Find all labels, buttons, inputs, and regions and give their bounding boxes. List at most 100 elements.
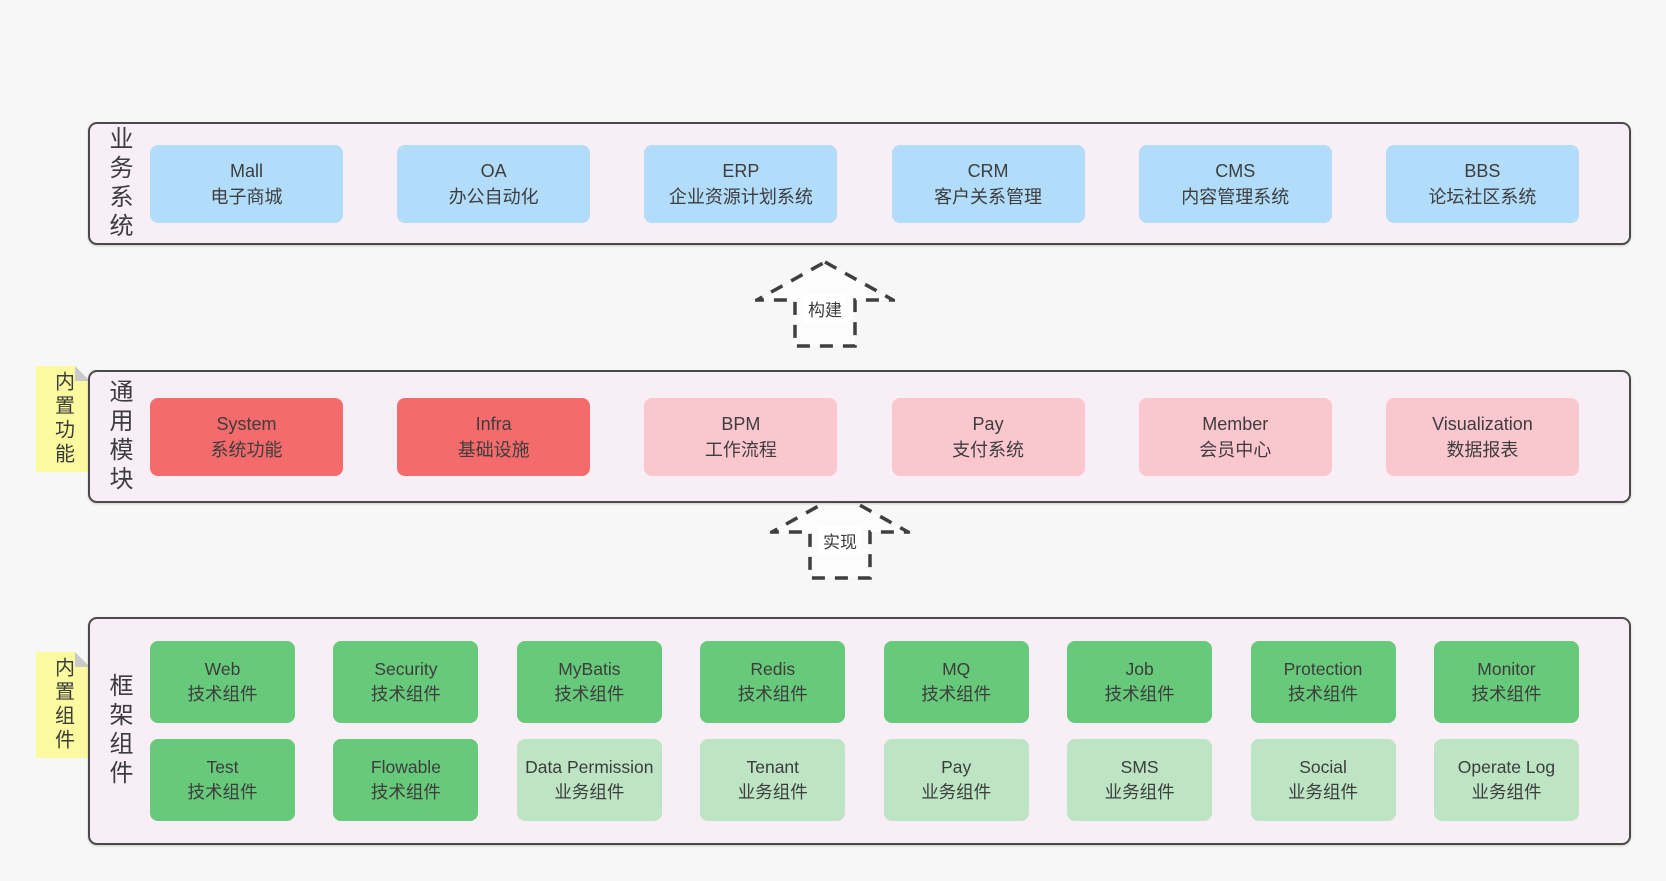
box-subtitle-zh: 内容管理系统 [1181, 186, 1290, 207]
box-protection: Protection 技术组件 [1250, 641, 1396, 723]
sticky-note-builtin-components: 内置组件 [36, 652, 90, 758]
box-visualization: Visualization 数据报表 [1385, 397, 1579, 476]
box-title-en: Visualization [1432, 413, 1533, 434]
box-title-en: Monitor [1477, 659, 1536, 679]
box-title-en: Social [1299, 757, 1347, 777]
box-title-en: Tenant [746, 757, 800, 777]
box-test: Test 技术组件 [150, 739, 295, 821]
box-subtitle-zh: 业务组件 [1288, 782, 1359, 802]
box-title-en: Operate Log [1457, 757, 1556, 777]
box-mq: MQ 技术组件 [883, 641, 1029, 723]
box-subtitle-zh: 办公自动化 [448, 186, 539, 207]
box-subtitle-zh: 技术组件 [554, 684, 625, 704]
section-label: 通用模块 [105, 378, 132, 495]
box-title-en: Protection [1283, 659, 1363, 679]
box-subtitle-zh: 技术组件 [187, 684, 258, 704]
box-subtitle-zh: 论坛社区系统 [1428, 186, 1537, 207]
box-subtitle-zh: 技术组件 [1288, 684, 1359, 704]
box-title-en: MQ [942, 659, 971, 679]
box-mall: Mall 电子商城 [150, 144, 343, 223]
box-title-en: Member [1202, 413, 1269, 434]
section-label: 业务系统 [105, 125, 132, 242]
box-title-en: Pay [941, 757, 972, 777]
box-title-en: Pay [972, 413, 1004, 434]
box-subtitle-zh: 业务组件 [1471, 782, 1542, 802]
box-title-en: Redis [750, 659, 796, 679]
box-title-en: Web [204, 659, 241, 679]
box-title-en: BPM [721, 413, 761, 434]
section-common-modules: 通用模块 System 系统功能 Infra 基础设施 BPM 工作流程 Pay 支付系统 Me… [88, 370, 1631, 503]
component-row: System 系统功能 Infra 基础设施 BPM 工作流程 Pay 支付系统 Member 会… [150, 397, 1579, 476]
box-sms: SMS 业务组件 [1067, 739, 1213, 821]
box-grid: System 系统功能 Infra 基础设施 BPM 工作流程 Pay 支付系统 Member 会… [150, 386, 1579, 487]
box-subtitle-zh: 基础设施 [457, 439, 530, 460]
box-tenant: Tenant 业务组件 [700, 739, 846, 821]
box-web: Web 技术组件 [150, 641, 295, 723]
box-pay: Pay 业务组件 [883, 739, 1029, 821]
box-title-en: ERP [722, 160, 760, 181]
box-title-en: Security [374, 659, 438, 679]
box-mybatis: MyBatis 技术组件 [516, 641, 662, 723]
box-social: Social 业务组件 [1250, 739, 1396, 821]
box-bbs: BBS 论坛社区系统 [1385, 144, 1579, 223]
box-bpm: BPM 工作流程 [644, 397, 838, 476]
box-subtitle-zh: 业务组件 [554, 782, 625, 802]
box-member: Member 会员中心 [1138, 397, 1332, 476]
box-title-en: CRM [967, 160, 1009, 181]
arrow-build-up: 构建 [755, 260, 895, 348]
arrow-label: 构建 [804, 294, 846, 323]
box-subtitle-zh: 技术组件 [737, 684, 808, 704]
box-title-en: OA [480, 160, 507, 181]
box-subtitle-zh: 业务组件 [737, 782, 808, 802]
box-subtitle-zh: 系统功能 [210, 439, 283, 460]
arrow-label: 实现 [819, 526, 861, 555]
box-title-en: Job [1125, 659, 1154, 679]
box-erp: ERP 企业资源计划系统 [644, 144, 838, 223]
box-subtitle-zh: 技术组件 [921, 684, 992, 704]
box-operate-log: Operate Log 业务组件 [1433, 739, 1579, 821]
box-subtitle-zh: 技术组件 [1104, 684, 1175, 704]
box-title-en: MyBatis [558, 659, 621, 679]
box-title-en: Test [206, 757, 239, 777]
box-redis: Redis 技术组件 [700, 641, 846, 723]
box-subtitle-zh: 技术组件 [370, 782, 441, 802]
box-subtitle-zh: 支付系统 [952, 439, 1025, 460]
box-subtitle-zh: 数据报表 [1446, 439, 1519, 460]
box-infra: Infra 基础设施 [397, 397, 591, 476]
box-monitor: Monitor 技术组件 [1433, 641, 1579, 723]
box-subtitle-zh: 技术组件 [1471, 684, 1542, 704]
box-subtitle-zh: 业务组件 [1104, 782, 1175, 802]
sticky-note-builtin-functions: 内置功能 [36, 366, 90, 472]
box-pay: Pay 支付系统 [891, 397, 1085, 476]
box-title-en: Data Permission [525, 757, 654, 777]
box-title-en: BBS [1464, 160, 1501, 181]
box-title-en: Infra [475, 413, 512, 434]
box-job: Job 技术组件 [1067, 641, 1213, 723]
box-system: System 系统功能 [150, 397, 343, 476]
box-title-en: SMS [1120, 757, 1159, 777]
box-subtitle-zh: 技术组件 [187, 782, 258, 802]
box-title-en: System [216, 413, 277, 434]
arrow-implement-up: 实现 [770, 492, 910, 580]
box-subtitle-zh: 会员中心 [1199, 439, 1272, 460]
sticky-label: 内置组件 [51, 657, 74, 753]
sticky-label: 内置功能 [51, 371, 74, 467]
box-title-en: Mall [229, 160, 263, 181]
section-label: 框架组件 [105, 673, 132, 789]
box-subtitle-zh: 企业资源计划系统 [668, 186, 813, 207]
box-data-permission: Data Permission 业务组件 [516, 739, 662, 821]
box-subtitle-zh: 业务组件 [921, 782, 992, 802]
box-subtitle-zh: 电子商城 [210, 186, 283, 207]
box-subtitle-zh: 技术组件 [370, 684, 441, 704]
box-subtitle-zh: 工作流程 [704, 439, 777, 460]
